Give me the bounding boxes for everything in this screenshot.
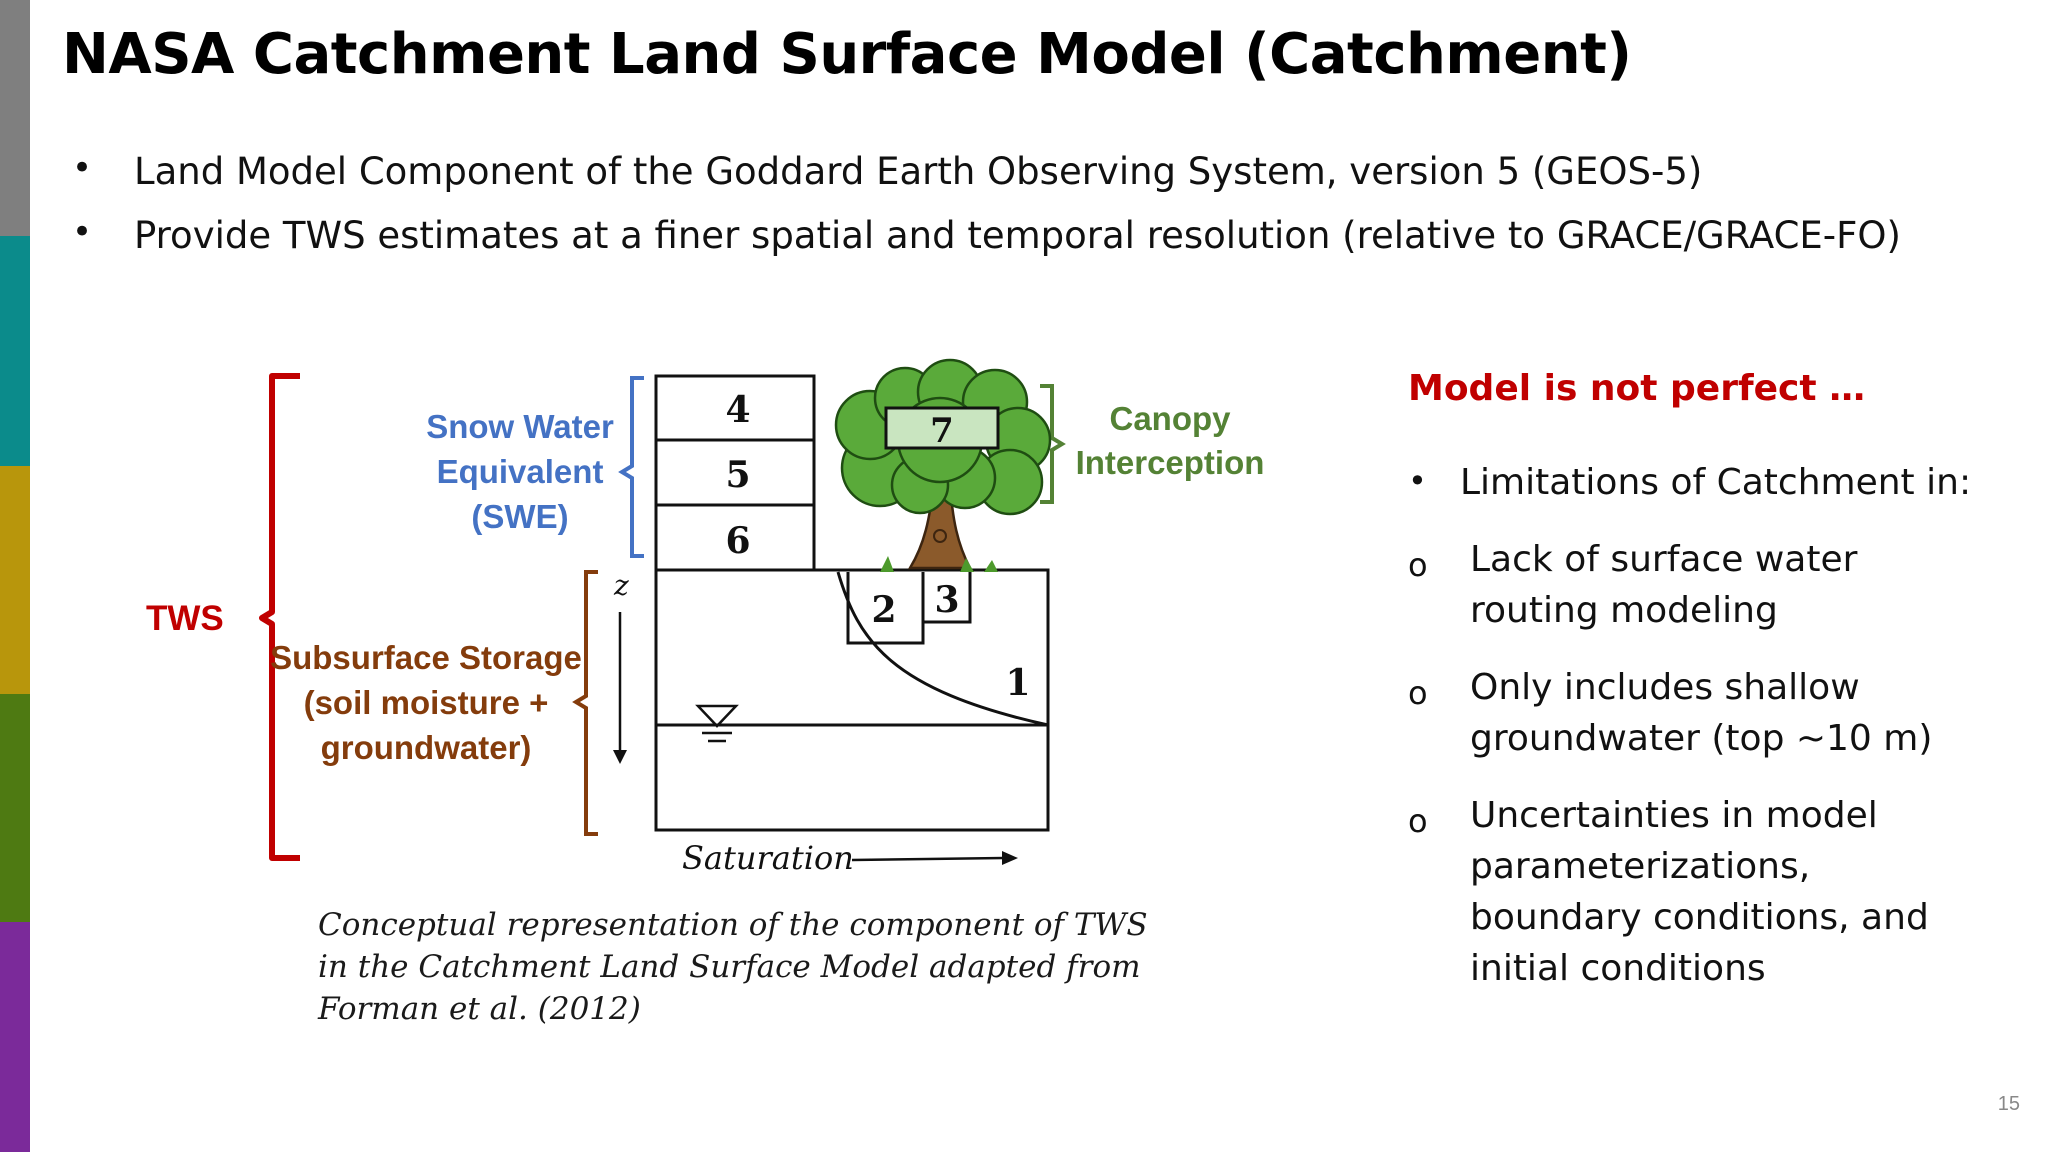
limitations-heading: Model is not perfect … (1408, 368, 1866, 409)
limitation-text-line: groundwater (top ~10 m) (1470, 718, 1933, 759)
slide-title: NASA Catchment Land Surface Model (Catch… (62, 22, 1632, 87)
intro-bullet: • Provide TWS estimates at a finer spati… (72, 210, 1972, 274)
snow-layer-stack (654, 374, 816, 572)
swe-label-line: Equivalent (437, 453, 604, 490)
subsurface-bracket (572, 570, 598, 836)
intro-bullets: • Land Model Component of the Goddard Ea… (72, 146, 1972, 274)
sidebar-block-green (0, 694, 30, 922)
swe-bracket (618, 376, 644, 558)
bullet-dot-icon: • (1408, 462, 1427, 500)
saturation-axis-label: Saturation (682, 839, 854, 877)
zone-3-box (921, 572, 972, 624)
intro-bullet-text: Land Model Component of the Goddard Eart… (134, 150, 1703, 193)
zone-number-3: 3 (934, 579, 959, 621)
water-table-icon (695, 704, 739, 743)
tws-label: TWS (146, 599, 224, 638)
limitation-text-line: Lack of surface water (1470, 539, 1858, 580)
sidebar-color-strip (0, 0, 30, 1152)
canopy-label-line: Interception (1076, 444, 1265, 481)
canopy-storage-number: 7 (930, 411, 954, 451)
hollow-bullet-icon: o (1408, 674, 1428, 712)
intro-bullet-text: Provide TWS estimates at a finer spatial… (134, 214, 1901, 257)
zone-number-2: 2 (871, 589, 896, 631)
sidebar-block-gray (0, 0, 30, 236)
snow-layer-number: 5 (725, 454, 750, 496)
zone-number-1: 1 (1005, 662, 1030, 704)
snow-layer-number: 6 (725, 520, 750, 562)
saturation-axis-arrow-icon (1002, 851, 1018, 865)
snow-layer-box (654, 374, 816, 442)
snow-layer-number: 4 (725, 389, 750, 431)
snow-layer-box (654, 438, 816, 507)
limitation-text-line: Uncertainties in model (1470, 795, 1878, 836)
subsurface-label-line: Subsurface Storage (270, 639, 582, 676)
hollow-bullet-icon: o (1408, 546, 1428, 584)
tws-bracket (259, 373, 300, 861)
limitation-text-line: Only includes shallow (1470, 667, 1860, 708)
snow-layer-box (654, 503, 816, 572)
canopy-label-line: Canopy (1109, 400, 1231, 437)
bullet-dot-icon: • (72, 148, 93, 188)
soil-profile-box (654, 568, 1050, 832)
swe-label-line: (SWE) (471, 498, 568, 535)
limitation-text-line: boundary conditions, and (1470, 897, 1929, 938)
caption-line: Conceptual representation of the compone… (318, 907, 1148, 943)
bullet-dot-icon: • (72, 212, 93, 252)
sidebar-block-teal (0, 236, 30, 466)
depth-axis-arrow-icon (613, 750, 627, 764)
limitations-intro-text: Limitations of Catchment in: (1460, 462, 1972, 503)
caption-line: in the Catchment Land Surface Model adap… (318, 949, 1141, 985)
caption-line: Forman et al. (2012) (318, 991, 641, 1027)
catchment-diagram: TWS Snow Water Equivalent (SWE) Canopy I… (146, 358, 1265, 877)
depth-axis-label: z (613, 569, 629, 602)
canopy-storage-box (884, 406, 1000, 450)
limitation-text-line: initial conditions (1470, 948, 1766, 989)
swe-label-line: Snow Water (426, 408, 614, 445)
hollow-bullet-icon: o (1408, 802, 1428, 840)
sidebar-block-gold (0, 466, 30, 694)
figure-caption: Conceptual representation of the compone… (318, 904, 1148, 1030)
subsurface-label-line: groundwater) (321, 729, 532, 766)
page-number: 15 (1997, 1093, 2020, 1115)
intro-bullet: • Land Model Component of the Goddard Ea… (72, 146, 1972, 210)
limitation-text-line: parameterizations, (1470, 846, 1811, 887)
sidebar-block-purple (0, 922, 30, 1152)
tree-icon (834, 358, 1052, 572)
canopy-bracket (1040, 384, 1066, 504)
saturation-axis-line (851, 856, 1005, 862)
subsurface-label-line: (soil moisture + (304, 684, 549, 721)
limitation-text-line: routing modeling (1470, 590, 1778, 631)
